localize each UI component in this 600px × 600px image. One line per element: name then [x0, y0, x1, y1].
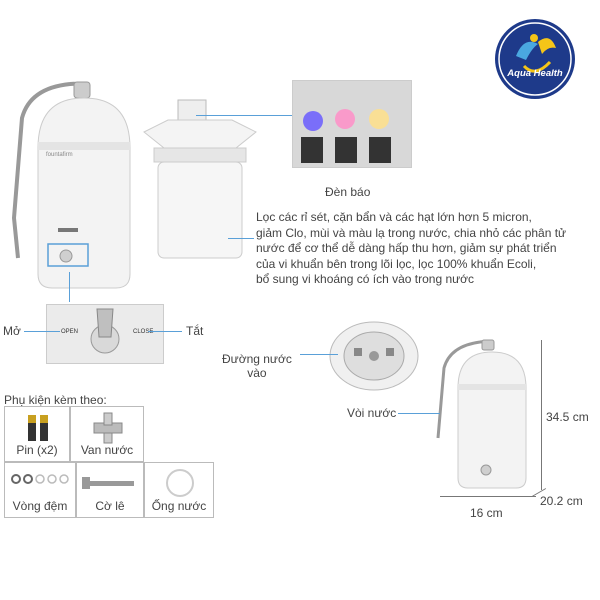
callout-line-indicator [196, 115, 292, 116]
close-label: Tắt [186, 324, 204, 338]
water-purifier-dimensioned [436, 339, 527, 489]
unit-bottom-view [329, 321, 419, 391]
width-label: 16 cm [470, 506, 503, 520]
filter-cartridge [143, 99, 257, 259]
knob-open-label: OPEN [61, 329, 79, 335]
accessory-washer: Vòng đệm [4, 462, 76, 518]
knob-close-label: CLOSE [133, 329, 154, 335]
accessory-label: Vòng đệm [12, 499, 68, 513]
callout-line-description [228, 238, 254, 239]
valve-icon [93, 412, 123, 444]
aqua-health-logo: Aqua Health [494, 18, 576, 100]
line-open [24, 331, 60, 332]
accessory-tube: Ống nước [144, 462, 214, 518]
water-inlet-label: Đường nước vào [222, 352, 292, 380]
width-dimension-line [440, 496, 536, 497]
line-water-inlet [300, 354, 338, 355]
knob-closeup: OPEN CLOSE [46, 304, 164, 364]
open-label: Mở [3, 324, 21, 338]
indicator-light-label: Đèn báo [325, 185, 371, 199]
accessory-wrench: Cờ lê [76, 462, 144, 518]
brand-name: Aqua Health [507, 68, 563, 79]
water-purifier-main [11, 81, 131, 289]
accessory-label: Cờ lê [95, 499, 125, 513]
line-close [148, 331, 182, 332]
indicator-light-photo [292, 80, 412, 168]
wrench-icon [82, 477, 134, 489]
accessory-label: Van nước [80, 443, 134, 457]
tube-icon [166, 469, 194, 497]
battery-icon [28, 415, 48, 441]
product-brand-text: fountafirm [46, 152, 73, 158]
depth-label: 20.2 cm [540, 494, 583, 508]
line-faucet [398, 413, 440, 414]
accessory-label: Pin (x2) [16, 443, 58, 457]
accessory-label: Ống nước [151, 499, 207, 513]
washer-icon [11, 474, 69, 484]
height-label: 34.5 cm [546, 410, 589, 424]
accessory-valve: Van nước [70, 406, 144, 462]
height-dimension-line [541, 340, 542, 490]
callout-line-knob [69, 272, 70, 302]
accessory-battery: Pin (x2) [4, 406, 70, 462]
faucet-label: Vòi nước [347, 406, 397, 420]
accessories-title: Phụ kiện kèm theo: [4, 393, 107, 407]
filter-description: Lọc các rỉ sét, cặn bẩn và các hạt lớn h… [256, 210, 567, 286]
